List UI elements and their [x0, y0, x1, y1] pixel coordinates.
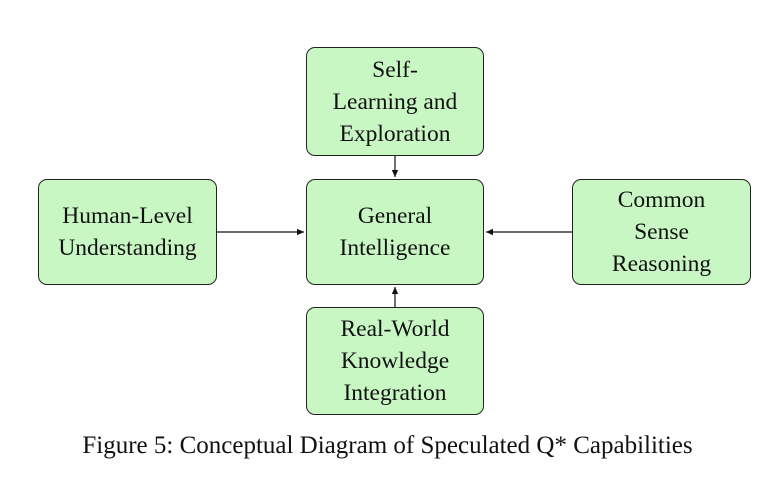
figure-caption: Figure 5: Conceptual Diagram of Speculat…: [82, 432, 693, 459]
node-real-world-knowledge-integration: Real-World Knowledge Integration: [306, 307, 484, 415]
node-label-line: Reasoning: [611, 251, 712, 277]
node-human-level-understanding: Human-Level Understanding: [38, 179, 217, 285]
node-label-line: Learning and: [332, 88, 458, 115]
node-label-line: Integration: [343, 380, 447, 406]
node-label-line: Common: [617, 187, 706, 213]
node-label-line: Exploration: [339, 120, 451, 147]
node-label-line: Human-Level: [62, 203, 193, 229]
node-common-sense-reasoning: Common Sense Reasoning: [572, 179, 751, 285]
node-label-line: Real-World: [340, 316, 450, 342]
node-label-line: Sense: [634, 219, 689, 245]
node-label-line: Self-: [372, 56, 418, 83]
node-label-line: General: [357, 203, 433, 229]
node-general-intelligence: General Intelligence: [306, 179, 484, 285]
node-label-line: Understanding: [58, 235, 197, 261]
node-self-learning-and-exploration: Self- Learning and Exploration: [306, 47, 484, 156]
node-label-line: Intelligence: [339, 235, 451, 261]
node-label-line: Knowledge: [340, 348, 450, 374]
